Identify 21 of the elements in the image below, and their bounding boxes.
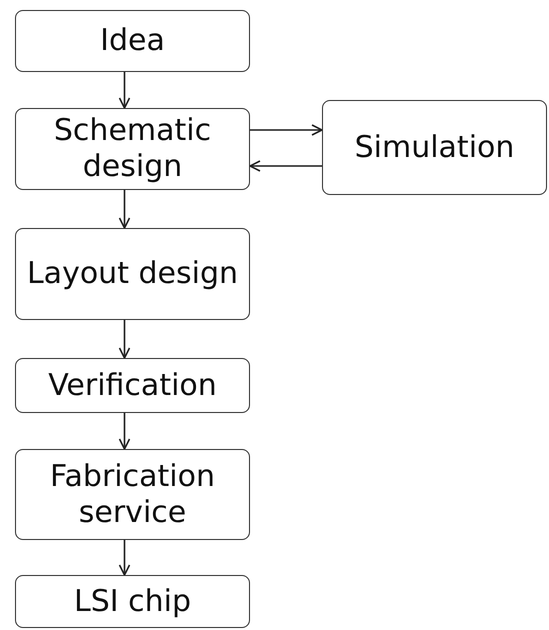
arrow: [118, 190, 130, 229]
box-label: Simulation: [354, 130, 514, 166]
arrow: [250, 124, 323, 136]
box-label: Schematic design: [52, 113, 212, 185]
arrow: [118, 413, 130, 450]
arrow: [118, 540, 130, 576]
process-box: [15, 10, 250, 72]
process-box: [15, 108, 250, 190]
box-label: Fabrication service: [49, 458, 216, 530]
process-box: [15, 228, 250, 320]
box-label: Idea: [100, 23, 165, 59]
box-label: Layout design: [26, 256, 238, 292]
arrow: [118, 320, 130, 359]
arrow: [249, 160, 322, 172]
arrow: [118, 72, 130, 109]
process-box: [15, 449, 250, 540]
process-box: [15, 575, 250, 628]
process-box: [322, 100, 547, 195]
process-box: [15, 358, 250, 413]
box-label: LSI chip: [74, 584, 192, 620]
box-label: Verification: [48, 368, 217, 404]
